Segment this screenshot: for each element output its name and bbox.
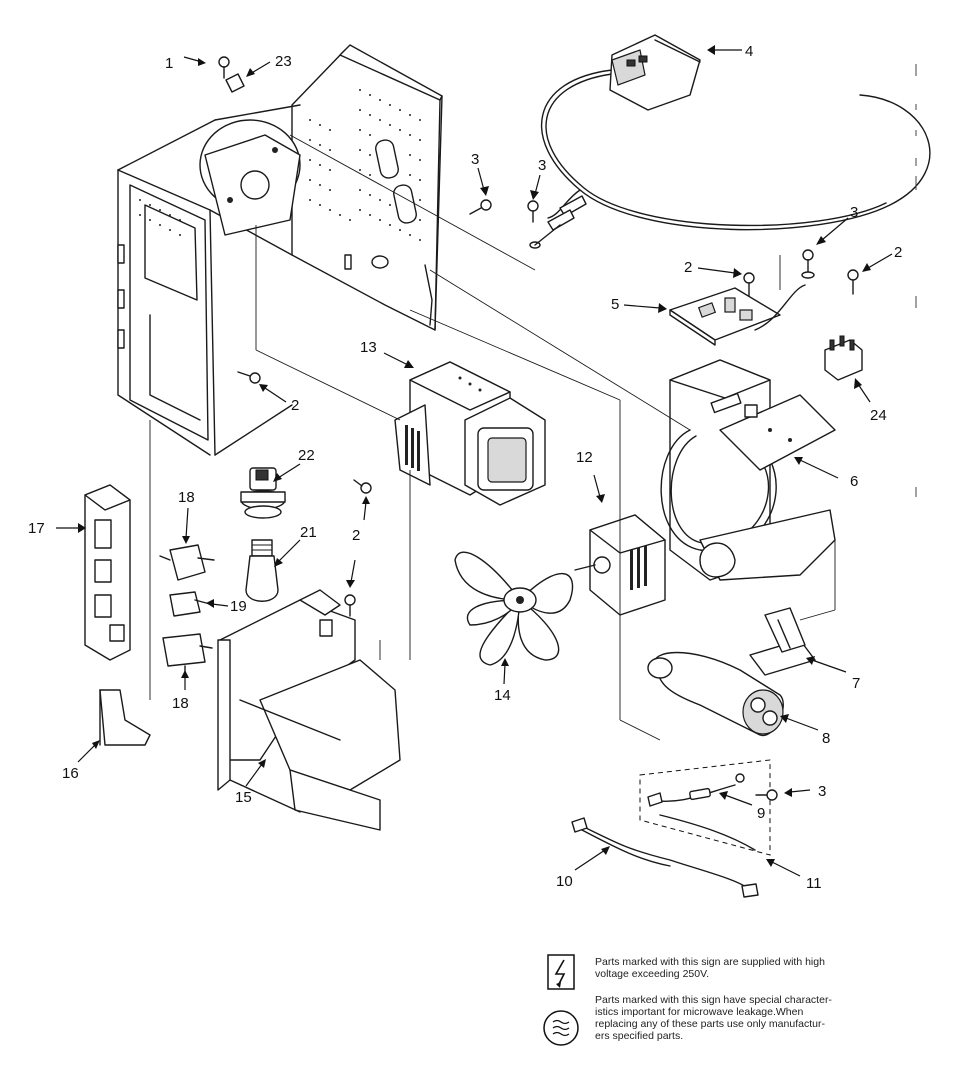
legend-leakage-line-2: istics important for microwave leakage.W…	[595, 1006, 804, 1018]
oven-lamp-bulb	[245, 539, 279, 602]
screw-3c	[801, 249, 815, 279]
callout-21: 21	[300, 524, 317, 541]
fan-shroud-bracket	[660, 359, 836, 581]
callout-2c: 2	[291, 397, 299, 414]
screw-set	[218, 56, 859, 801]
callout-8: 8	[822, 730, 830, 747]
callout-15: 15	[235, 789, 252, 806]
door-switch-middle	[169, 591, 211, 617]
latch-hook	[99, 689, 151, 746]
callout-12: 12	[576, 449, 593, 466]
callout-9: 9	[757, 805, 765, 822]
legend-leakage-line-3: replacing any of these parts use only ma…	[595, 1018, 825, 1030]
screw-3a	[469, 199, 492, 215]
microwave-wave-icon	[543, 1010, 579, 1046]
legend-leakage-line-4: ers specified parts.	[595, 1030, 684, 1042]
callout-5: 5	[611, 296, 619, 313]
high-voltage-fuse	[571, 817, 759, 898]
callout-22: 22	[298, 447, 315, 464]
screw-3b	[527, 200, 539, 223]
latch-switch-bracket	[84, 484, 131, 661]
callout-19: 19	[230, 598, 247, 615]
lightning-bolt-icon	[547, 954, 575, 990]
callout-14: 14	[494, 687, 511, 704]
high-voltage-capacitor	[647, 651, 784, 736]
door-switch-lower	[162, 633, 213, 679]
cord-clip-23	[225, 73, 245, 93]
screw-2b	[847, 269, 859, 295]
legend-high-voltage-line-2: voltage exceeding 250V.	[595, 968, 710, 980]
screw-2a	[743, 272, 755, 297]
relay-block	[824, 335, 863, 381]
callout-17: 17	[28, 520, 45, 537]
door-switch-upper	[159, 544, 215, 581]
screw-3d	[755, 789, 778, 801]
callout-18a: 18	[178, 489, 195, 506]
callout-1: 1	[165, 55, 173, 72]
rear-cabinet-panel	[291, 44, 443, 331]
fan-motor	[574, 514, 666, 616]
callout-2a: 2	[684, 259, 692, 276]
power-cord-with-plug	[529, 34, 931, 249]
callout-16: 16	[62, 765, 79, 782]
diode-fuse-assembly-box	[639, 759, 771, 856]
legend-leakage-line-1: Parts marked with this sign have special…	[595, 994, 832, 1006]
legend-high-voltage: Parts marked with this sign are supplied…	[595, 956, 825, 980]
callout-labels: 1 23 4 3 3 3 2 2 5 24 6 13 2 22 2 21 18 …	[28, 43, 902, 892]
screw-2d	[344, 479, 372, 617]
high-voltage-transformer	[394, 361, 546, 506]
callout-18b: 18	[172, 695, 189, 712]
callout-24: 24	[870, 407, 887, 424]
callout-10: 10	[556, 873, 573, 890]
callout-3c: 3	[850, 204, 858, 221]
callout-11: 11	[806, 875, 822, 892]
callout-3a: 3	[471, 151, 479, 168]
callout-7: 7	[852, 675, 860, 692]
noise-filter-board	[669, 284, 806, 346]
callout-23: 23	[275, 53, 292, 70]
air-guide-duct	[217, 589, 401, 831]
oven-cavity-frame	[117, 104, 301, 456]
capacitor-bracket	[749, 607, 816, 676]
callout-2d: 2	[352, 527, 360, 544]
screw-1	[218, 56, 230, 79]
callout-4: 4	[745, 43, 753, 60]
callout-leaders	[56, 45, 893, 877]
legend-microwave-leakage: Parts marked with this sign have special…	[595, 994, 832, 1042]
callout-13: 13	[360, 339, 377, 356]
callout-2b: 2	[894, 244, 902, 261]
callout-3b: 3	[538, 157, 546, 174]
legend-high-voltage-line-1: Parts marked with this sign are supplied…	[595, 956, 825, 968]
oven-lamp-socket	[240, 467, 286, 519]
assembly-guide-lines	[149, 134, 836, 741]
cooling-fan-blade	[454, 551, 574, 666]
callout-6: 6	[850, 473, 858, 490]
callout-3d: 3	[818, 783, 826, 800]
screw-2c	[237, 371, 261, 384]
